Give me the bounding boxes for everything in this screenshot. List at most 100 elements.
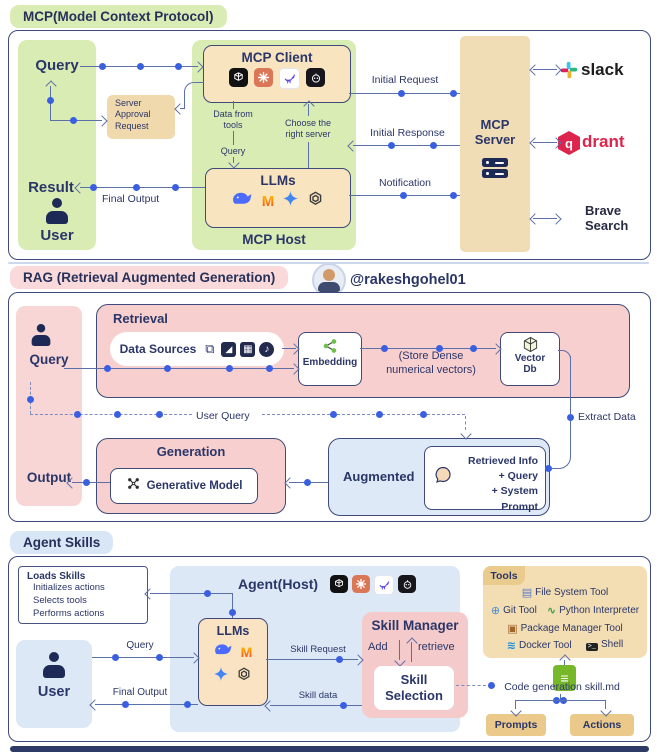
add-label: Add [368, 641, 388, 653]
selection-to-skill-dashed [456, 685, 486, 686]
loads-skills-item: Initializes actions [33, 582, 105, 593]
server-icon [482, 158, 508, 180]
skill-md-label: Code generation skill.md [504, 681, 620, 693]
mcp-query-label: Query [35, 57, 79, 74]
notification-label: Notification [379, 177, 431, 189]
mcp-server-column: MCP Server [460, 36, 530, 252]
mcp-client-title: MCP Client [241, 50, 313, 65]
document-icon: ⧉ [205, 341, 215, 356]
agent-section-tab: Agent Skills [10, 531, 114, 554]
agent-query-label: Query [126, 640, 154, 651]
generation-title: Generation [156, 444, 226, 459]
embedding-label: Embedding [302, 357, 358, 368]
slack-icon [560, 61, 578, 84]
file-system-icon: ▤ [521, 587, 533, 599]
cube-icon [501, 336, 559, 353]
initial-request-label: Initial Request [371, 74, 439, 86]
rag-query-label: Query [29, 352, 69, 367]
mcp-server-line2: Server [474, 131, 516, 147]
mcp-host-label: MCP Host [242, 232, 306, 247]
cube-app-icon [330, 575, 348, 593]
embedding-to-vectordb-line [360, 348, 496, 349]
retrieve-label: retrieve [418, 641, 455, 653]
claude-icon [352, 575, 370, 593]
skill-selection-box: Skill Selection [374, 666, 454, 710]
tool-item: ▣Package Manager Tool [507, 623, 623, 635]
generative-model-box: Generative Model [110, 468, 258, 504]
loads-skills-title: Loads Skills [27, 571, 86, 582]
qdrant-icon: q [558, 131, 580, 155]
tools-box: Tools ▤File System Tool ⊕Git Tool ∿Pytho… [483, 566, 647, 658]
mcp-server-line1: MCP [480, 117, 510, 132]
tool-item: ≋Docker Tool [506, 640, 572, 652]
augmented-title: Augmented [343, 469, 415, 484]
mcp-user-icon [44, 198, 70, 224]
mcp-section-title: MCP(Model Context Protocol) [23, 9, 214, 24]
skill-data-label: Skill data [298, 690, 338, 701]
vector-db-label-1: Vector [514, 353, 546, 364]
mcp-llms-box: LLMs M [205, 168, 351, 228]
image-icon: ◢ [221, 341, 237, 357]
bot-icon [306, 68, 325, 87]
data-from-tools-label: Data from tools [213, 109, 253, 131]
bot-icon [398, 575, 416, 593]
share-nodes-icon [299, 337, 361, 355]
openai-icon [307, 190, 324, 212]
mistral-icon: M [240, 644, 253, 660]
agent-final-output-label: Final Output [112, 687, 168, 698]
extract-data-line [570, 356, 571, 456]
mcp-client-box: MCP Client [203, 45, 351, 103]
git-icon: ⊕ [490, 605, 501, 617]
mcp-query-small-label: Query [220, 146, 246, 156]
loads-skills-box: Loads Skills Initializes actions Selects… [18, 566, 148, 624]
agent-llms-box: LLMs M [198, 618, 268, 706]
rag-query-line [64, 368, 294, 369]
author-avatar [312, 263, 346, 297]
skill-data-line [270, 705, 362, 706]
cube-app-icon [229, 68, 248, 87]
python-icon: ∿ [546, 605, 557, 617]
bottom-divider-bar [10, 746, 649, 752]
server-approval-box: Server Approval Request [107, 95, 175, 139]
agent-llm-icons: M [199, 643, 267, 687]
deepseek-icon [232, 191, 253, 211]
agent-user-icon [41, 652, 67, 678]
rag-user-icon [30, 323, 52, 347]
claude-icon [254, 68, 273, 87]
data-sources-label: Data Sources [119, 342, 197, 356]
qdrant-label: drant [582, 132, 625, 151]
embedding-box: Embedding [298, 332, 362, 386]
markdown-file-icon: ≡ [553, 665, 576, 691]
mcp-client-icons [204, 68, 350, 89]
rag-output-label: Output [26, 470, 72, 485]
gemini-icon [283, 191, 299, 211]
skill-request-label: Skill Request [290, 644, 346, 655]
loads-skills-item: Performs actions [33, 607, 105, 619]
brave-label-1: Brave [585, 203, 622, 218]
actions-box: Actions [570, 714, 634, 736]
mistral-icon: M [261, 192, 275, 210]
brave-label-2: Search [585, 217, 629, 233]
author-handle: @rakeshgohel01 [350, 272, 466, 288]
model-nodes-icon [126, 476, 141, 496]
mcp-section-tab: MCP(Model Context Protocol) [10, 5, 227, 28]
tool-item: >_Shell [585, 639, 624, 651]
client-to-approval-elbow [184, 82, 204, 109]
agent-section-title: Agent Skills [23, 535, 101, 550]
retrieved-line-1: Retrieved Info [467, 455, 538, 467]
mcp-user-label: User [40, 227, 74, 244]
user-query-label: User Query [196, 410, 250, 422]
skill-manager-title: Skill Manager [371, 618, 459, 633]
server-approval-label: Server Approval Request [115, 98, 151, 131]
agent-final-output-line [95, 704, 198, 705]
retrieval-title: Retrieval [113, 311, 168, 326]
rag-section-tab: RAG (Retrieval Augmented Generation) [10, 266, 289, 289]
openai-icon [236, 666, 252, 687]
audio-icon: ♪ [259, 341, 275, 357]
agent-host-title: Agent(Host) [238, 576, 319, 592]
slack-label: slack [581, 60, 624, 79]
mcp-llm-icons: M [206, 190, 350, 212]
skill-selection-label: Skill Selection [385, 672, 443, 703]
